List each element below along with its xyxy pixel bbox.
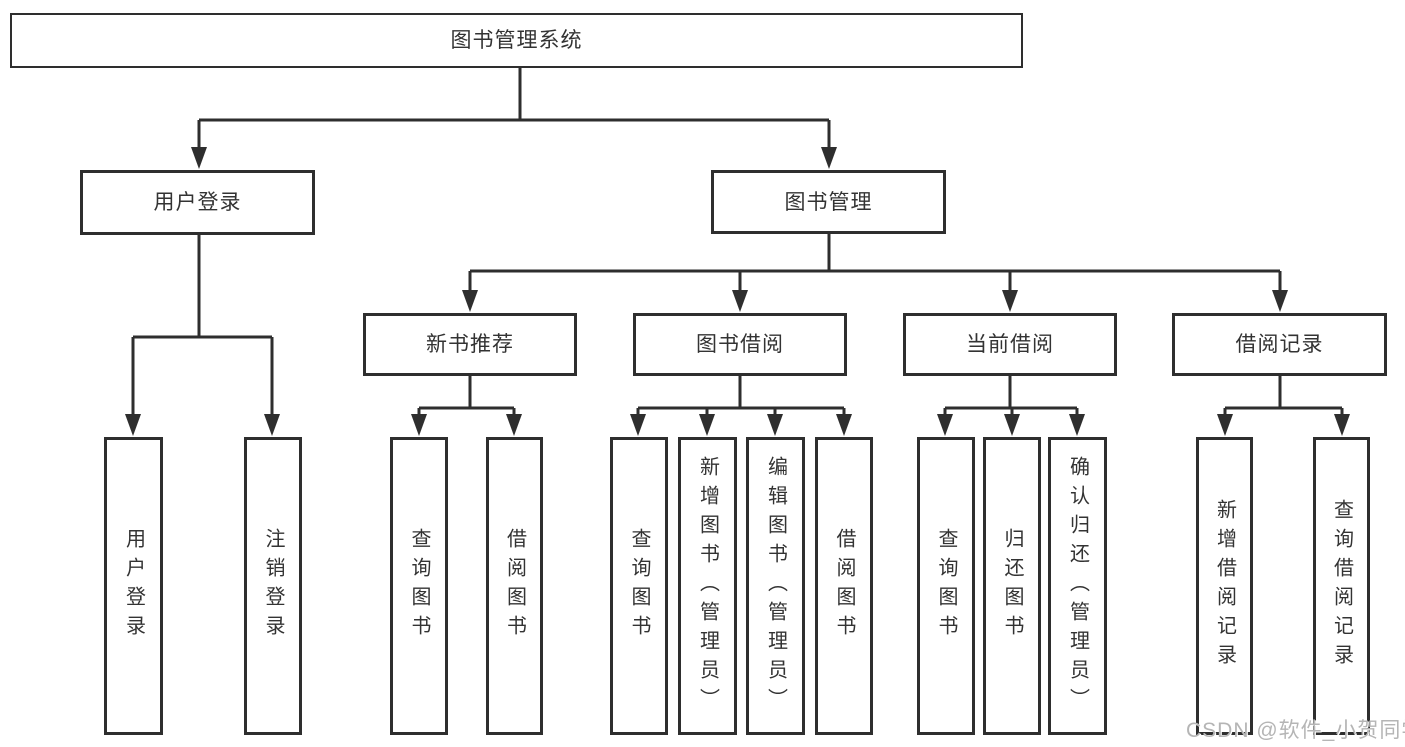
- node-label: 图书管理: [784, 190, 873, 214]
- node-label: 图书管理系统: [450, 29, 583, 52]
- node-library-management-system: 图书管理系统: [10, 13, 1023, 68]
- leaf-edit-books-admin: 编辑图书（管理员）: [746, 437, 805, 735]
- node-label: 借阅记录: [1235, 333, 1324, 356]
- node-user-login: 用户登录: [80, 170, 315, 235]
- node-label: 借阅图书: [833, 528, 855, 644]
- node-label: 新增图书（管理员）: [696, 455, 719, 717]
- leaf-query-borrow-record: 查询借阅记录: [1313, 437, 1370, 735]
- node-label: 查询图书: [408, 528, 430, 644]
- node-borrowing-records: 借阅记录: [1172, 313, 1387, 376]
- node-book-borrowing: 图书借阅: [633, 313, 847, 376]
- leaf-borrow-books-recommend: 借阅图书: [486, 437, 543, 735]
- node-book-management: 图书管理: [711, 170, 946, 234]
- node-new-book-recommend: 新书推荐: [363, 313, 577, 376]
- node-label: 查询借阅记录: [1330, 499, 1353, 673]
- leaf-add-books-admin: 新增图书（管理员）: [678, 437, 737, 735]
- node-label: 用户登录: [153, 191, 242, 214]
- node-label: 注销登录: [262, 528, 284, 644]
- csdn-watermark: CSDN @软件_小贺同学: [1186, 719, 1405, 742]
- leaf-add-borrow-record: 新增借阅记录: [1196, 437, 1253, 735]
- node-label: 查询图书: [628, 528, 650, 644]
- node-current-borrowing: 当前借阅: [903, 313, 1117, 376]
- node-label: 确认归还（管理员）: [1066, 455, 1089, 717]
- leaf-query-books-borrowing: 查询图书: [610, 437, 668, 735]
- leaf-query-books-recommend: 查询图书: [390, 437, 448, 735]
- leaf-return-books: 归还图书: [983, 437, 1041, 735]
- node-label: 借阅图书: [503, 528, 526, 644]
- leaf-borrow-books-borrowing: 借阅图书: [815, 437, 873, 735]
- leaf-confirm-return-admin: 确认归还（管理员）: [1048, 437, 1107, 735]
- leaf-query-books-current: 查询图书: [917, 437, 975, 735]
- leaf-user-login: 用户登录: [104, 437, 163, 735]
- node-label: 新增借阅记录: [1213, 499, 1236, 673]
- node-label: 编辑图书（管理员）: [764, 455, 787, 717]
- node-label: 用户登录: [122, 528, 145, 644]
- node-label: 当前借阅: [966, 333, 1054, 356]
- node-label: 查询图书: [935, 528, 957, 644]
- node-label: 归还图书: [1001, 528, 1023, 644]
- node-label: 图书借阅: [696, 333, 784, 356]
- leaf-logout: 注销登录: [244, 437, 302, 735]
- node-label: 新书推荐: [426, 333, 514, 356]
